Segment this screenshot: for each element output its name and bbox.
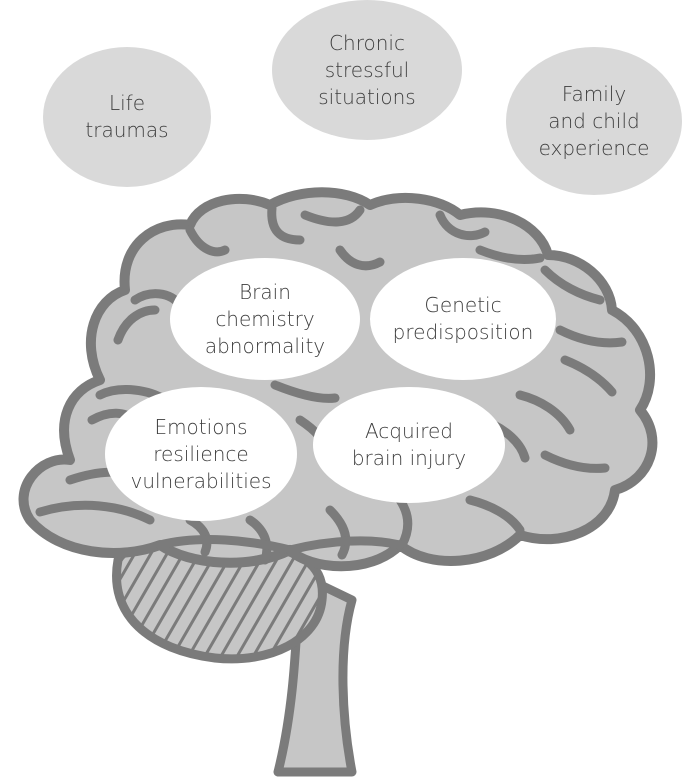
factor-genetic-predisposition: Genetic predisposition	[370, 258, 556, 380]
factor-brain-chemistry: Brain chemistry abnormality	[170, 258, 360, 380]
factor-label: Brain chemistry abnormality	[204, 279, 326, 358]
factor-label: Genetic predisposition	[392, 293, 534, 344]
factor-label: Family and child experience	[538, 81, 650, 160]
factor-label: Emotions resilience vulnerabilities	[130, 414, 272, 493]
factor-label: Life traumas	[85, 91, 169, 142]
factor-label: Acquired brain injury	[351, 419, 467, 470]
factor-chronic-stress: Chronic stressful situations	[272, 0, 462, 140]
factor-life-traumas: Life traumas	[43, 47, 211, 187]
factor-acquired-brain-injury: Acquired brain injury	[313, 387, 505, 503]
factor-family-child-experience: Family and child experience	[506, 47, 682, 195]
factor-emotions-resilience: Emotions resilience vulnerabilities	[105, 387, 297, 521]
factor-label: Chronic stressful situations	[318, 30, 416, 109]
